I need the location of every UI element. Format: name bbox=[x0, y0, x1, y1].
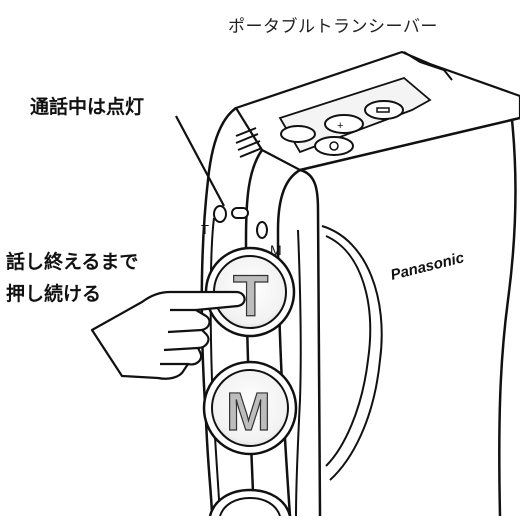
indicator-leader-line bbox=[175, 115, 225, 207]
mode-button: M bbox=[202, 360, 298, 456]
svg-text:+: + bbox=[337, 120, 343, 132]
side-grip bbox=[321, 225, 383, 481]
bottom-button-partial bbox=[208, 488, 292, 517]
indicator-label-t: T bbox=[201, 222, 209, 237]
top-button-minus bbox=[364, 100, 404, 120]
top-control-panel bbox=[278, 76, 432, 154]
pointing-hand-icon bbox=[90, 290, 246, 380]
top-button-q bbox=[314, 136, 354, 156]
talk-button: T bbox=[204, 246, 296, 338]
mode-button-label: M bbox=[226, 382, 271, 442]
brand-logo: Panasonic bbox=[389, 249, 467, 284]
talk-button-label: T bbox=[233, 264, 268, 329]
device-side-outline bbox=[299, 116, 520, 517]
hold-instruction-line2: 押し続ける bbox=[6, 283, 102, 305]
indicator-lamps bbox=[213, 205, 268, 239]
top-button-plus: + bbox=[324, 114, 364, 134]
top-button-m bbox=[280, 125, 316, 143]
indicator-label-m: M bbox=[270, 242, 282, 258]
speaker-grille bbox=[235, 127, 263, 158]
button-panel bbox=[209, 217, 302, 517]
hold-instruction-line1: 話し終えるまで bbox=[6, 251, 139, 273]
page-title: ポータブルトランシーバー bbox=[228, 17, 438, 37]
indicator-callout-label: 通話中は点灯 bbox=[30, 96, 145, 118]
